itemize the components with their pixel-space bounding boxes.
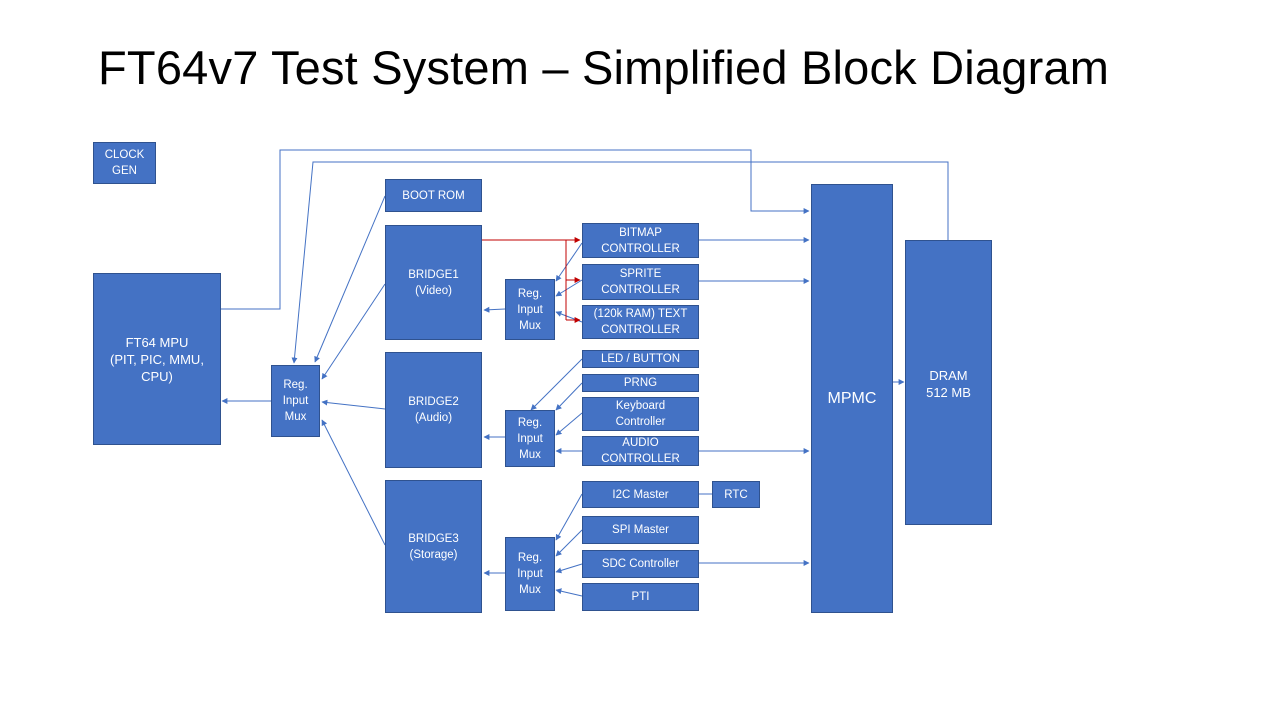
wire-muxvideo-to-bridge1 <box>483 306 506 313</box>
bridge3-block: BRIDGE3 (Storage) <box>385 480 482 613</box>
bridge1-block: BRIDGE1 (Video) <box>385 225 482 340</box>
wire-mpu-to-mpmc <box>221 149 810 310</box>
wire-prng-to-muxaudio <box>555 382 583 411</box>
sprite-controller-block: SPRITE CONTROLLER <box>582 264 699 300</box>
wire-led-to-muxaudio <box>530 358 583 411</box>
mpmc-block: MPMC <box>811 184 893 613</box>
main-reg-input-mux: Reg. Input Mux <box>271 365 320 437</box>
wire-dram-to-mux <box>291 161 949 364</box>
rtc-block: RTC <box>712 481 760 508</box>
wire-keyboard-to-muxaudio <box>555 412 583 436</box>
prng-block: PRNG <box>582 374 699 392</box>
boot-rom-block: BOOT ROM <box>385 179 482 212</box>
audio-controller-block: AUDIO CONTROLLER <box>582 436 699 466</box>
led-button-block: LED / BUTTON <box>582 350 699 368</box>
wire-bootrom-to-mux <box>314 195 386 363</box>
pti-block: PTI <box>582 583 699 611</box>
slide-title: FT64v7 Test System – Simplified Block Di… <box>98 41 1110 94</box>
wire-bridge2-to-mux <box>321 399 386 410</box>
wire-pti-to-muxstorage <box>555 588 583 597</box>
clock-gen-block: CLOCK GEN <box>93 142 156 184</box>
audio-reg-input-mux: Reg. Input Mux <box>505 410 555 467</box>
wire-sprite-to-muxvideo <box>555 279 583 297</box>
mpu-block: FT64 MPU (PIT, PIC, MMU, CPU) <box>93 273 221 445</box>
bitmap-controller-block: BITMAP CONTROLLER <box>582 223 699 258</box>
wire-spi-to-muxstorage <box>555 529 583 557</box>
wire-i2c-to-muxstorage <box>555 493 583 541</box>
wire-bridge3-to-mux <box>321 419 386 546</box>
storage-reg-input-mux: Reg. Input Mux <box>505 537 555 611</box>
sdc-controller-block: SDC Controller <box>582 550 699 578</box>
text-controller-block: (120k RAM) TEXT CONTROLLER <box>582 305 699 339</box>
wire-bridge1-to-mux <box>321 283 386 380</box>
video-reg-input-mux: Reg. Input Mux <box>505 279 555 340</box>
spi-master-block: SPI Master <box>582 516 699 544</box>
i2c-master-block: I2C Master <box>582 481 699 508</box>
keyboard-controller-block: Keyboard Controller <box>582 397 699 431</box>
wire-sdc-to-muxstorage <box>555 563 583 574</box>
dram-block: DRAM 512 MB <box>905 240 992 525</box>
wire-bitmap-to-muxvideo <box>555 242 583 282</box>
bridge2-block: BRIDGE2 (Audio) <box>385 352 482 468</box>
